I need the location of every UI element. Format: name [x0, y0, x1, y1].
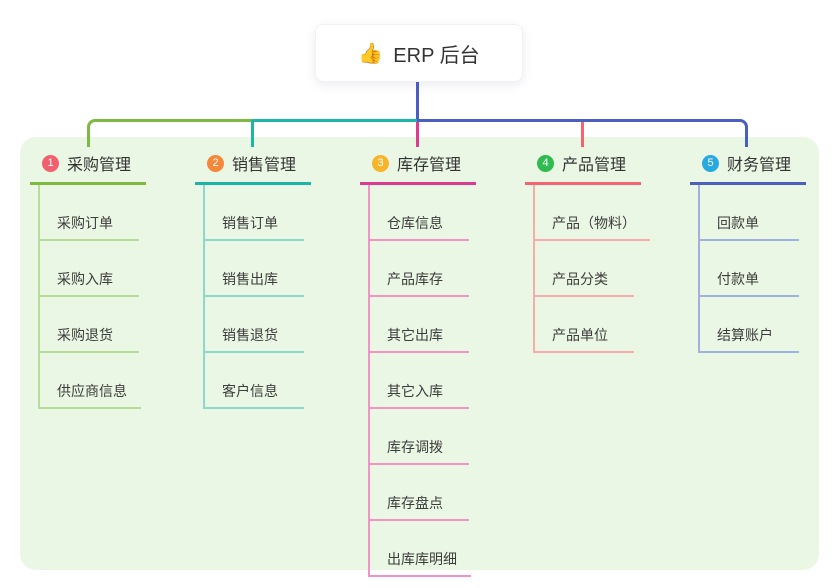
mindmap-item[interactable]: 采购入库 — [40, 241, 139, 297]
item-label: 库存盘点 — [387, 495, 443, 511]
branch-children: 采购订单采购入库采购退货供应商信息 — [38, 185, 195, 409]
mindmap-item[interactable]: 库存调拨 — [370, 409, 469, 465]
mindmap-item[interactable]: 出库库明细 — [370, 521, 471, 577]
item-label: 产品库存 — [387, 271, 443, 287]
item-label: 客户信息 — [222, 383, 278, 399]
item-label: 采购入库 — [57, 271, 113, 287]
mindmap-item[interactable]: 销售出库 — [205, 241, 304, 297]
mindmap-item[interactable]: 产品（物料） — [535, 185, 650, 241]
branch-label: 库存管理 — [397, 157, 462, 174]
mindmap-item[interactable]: 产品单位 — [535, 297, 634, 353]
connector-drop-sales — [251, 120, 254, 147]
branch-children: 销售订单销售出库销售退货客户信息 — [203, 185, 360, 409]
item-label: 产品分类 — [552, 271, 608, 287]
branch-node[interactable]: 4 产品管理 — [525, 150, 641, 185]
branch: 3 库存管理 仓库信息产品库存其它出库其它入库库存调拨库存盘点出库库明细 — [360, 150, 525, 577]
branch: 1 采购管理 采购订单采购入库采购退货供应商信息 — [30, 150, 195, 409]
thumbs-up-icon: 👍 — [358, 42, 384, 65]
mindmap-item[interactable]: 其它出库 — [370, 297, 469, 353]
item-label: 销售出库 — [222, 271, 278, 287]
connector-corner-right — [737, 119, 748, 147]
item-label: 销售退货 — [222, 327, 278, 343]
mindmap-item[interactable]: 库存盘点 — [370, 465, 469, 521]
mindmap-item[interactable]: 产品库存 — [370, 241, 469, 297]
item-label: 销售订单 — [222, 215, 278, 231]
mindmap-item[interactable]: 其它入库 — [370, 353, 469, 409]
item-label: 其它入库 — [387, 383, 443, 399]
branch-children: 回款单付款单结算账户 — [698, 185, 839, 353]
connector-segment-green — [96, 119, 252, 122]
mindmap-item[interactable]: 采购退货 — [40, 297, 139, 353]
mindmap-item[interactable]: 产品分类 — [535, 241, 634, 297]
branch-label: 采购管理 — [67, 157, 132, 174]
mindmap-item[interactable]: 采购订单 — [40, 185, 139, 241]
branch-number-badge: 3 — [372, 154, 389, 172]
mindmap-item[interactable]: 付款单 — [700, 241, 799, 297]
connector-drop-product — [581, 122, 584, 147]
branch-children: 仓库信息产品库存其它出库其它入库库存调拨库存盘点出库库明细 — [368, 185, 525, 577]
branch: 4 产品管理 产品（物料） 产品分类产品单位 — [525, 150, 690, 353]
branch: 2 销售管理 销售订单销售出库销售退货客户信息 — [195, 150, 360, 409]
item-label: 结算账户 — [717, 327, 773, 343]
mindmap-item[interactable]: 结算账户 — [700, 297, 799, 353]
branch-children: 产品（物料） 产品分类产品单位 — [533, 185, 690, 353]
mindmap-item[interactable]: 仓库信息 — [370, 185, 469, 241]
mindmap-canvas — [20, 137, 819, 570]
mindmap-item[interactable]: 销售订单 — [205, 185, 304, 241]
item-label: 库存调拨 — [387, 439, 443, 455]
connector-root-drop — [416, 82, 419, 122]
item-label: 产品单位 — [552, 327, 608, 343]
item-label: 仓库信息 — [387, 215, 443, 231]
item-label: 产品（物料） — [552, 215, 636, 231]
branch-number-badge: 4 — [537, 154, 554, 172]
item-label: 回款单 — [717, 215, 759, 231]
mindmap-item[interactable]: 客户信息 — [205, 353, 304, 409]
branch-node[interactable]: 1 采购管理 — [30, 150, 146, 185]
connector-drop-inventory — [416, 122, 419, 147]
branch-number-badge: 2 — [207, 154, 224, 172]
branch-number-badge: 5 — [702, 154, 719, 172]
item-label: 采购退货 — [57, 327, 113, 343]
branch: 5 财务管理 回款单付款单结算账户 — [690, 150, 839, 353]
branch-node[interactable]: 2 销售管理 — [195, 150, 311, 185]
branch-label: 产品管理 — [562, 157, 627, 174]
connector-corner-left — [87, 119, 98, 147]
mindmap-item[interactable]: 供应商信息 — [40, 353, 141, 409]
branch-node[interactable]: 3 库存管理 — [360, 150, 476, 185]
item-label: 其它出库 — [387, 327, 443, 343]
root-title: ERP 后台 — [393, 44, 480, 67]
branch-label: 销售管理 — [232, 157, 297, 174]
mindmap-item[interactable]: 回款单 — [700, 185, 799, 241]
connector-segment-teal — [252, 119, 417, 122]
connector-segment-blue — [417, 119, 737, 122]
item-label: 供应商信息 — [57, 383, 127, 399]
item-label: 付款单 — [717, 271, 759, 287]
item-label: 出库库明细 — [387, 551, 457, 567]
item-label: 采购订单 — [57, 215, 113, 231]
branch-node[interactable]: 5 财务管理 — [690, 150, 806, 185]
branch-number-badge: 1 — [42, 154, 59, 172]
branch-label: 财务管理 — [727, 157, 792, 174]
mindmap-item[interactable]: 销售退货 — [205, 297, 304, 353]
root-node[interactable]: 👍 ERP 后台 — [315, 24, 523, 82]
